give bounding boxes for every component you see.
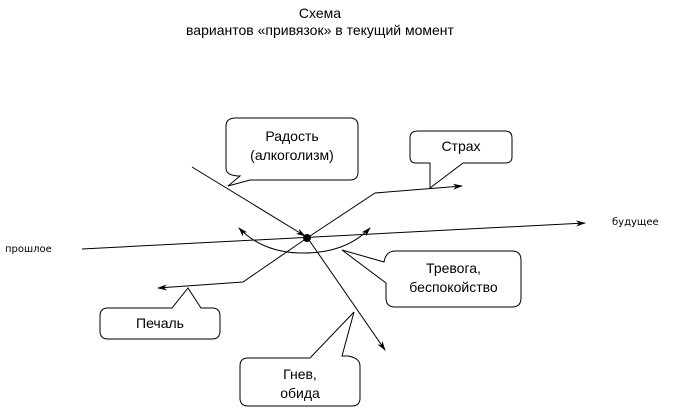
fear-arrow [306, 183, 463, 239]
present-moment-point [303, 234, 311, 242]
sadness-label-line1: Печаль [136, 315, 184, 331]
anger-callout [239, 311, 361, 407]
sadness-callout [99, 287, 221, 340]
joy-arrow [191, 166, 306, 237]
anger-arrow [308, 239, 386, 351]
diagram-subtitle: вариантов «привязок» в текущий момент [186, 22, 454, 38]
joy-callout [225, 117, 359, 187]
fear-label: Страх [410, 137, 512, 156]
diagram-title: Схема [298, 5, 342, 21]
past-label: прошлое [5, 244, 52, 255]
anxiety-label: Тревога, беспокойство [386, 259, 521, 297]
future-label: будущее [612, 217, 659, 228]
arc-right-arrow [299, 227, 371, 254]
anger-label-line2: обида [280, 385, 320, 401]
joy-label-line2: (алкоголизм) [250, 147, 334, 163]
fear-label-line1: Страх [441, 138, 481, 154]
anger-label: Гнев, обида [240, 365, 360, 403]
anxiety-label-line1: Тревога, [426, 260, 481, 276]
anxiety-callout [341, 249, 522, 308]
anger-label-line1: Гнев, [283, 366, 317, 382]
anxiety-label-line2: беспокойство [409, 279, 498, 295]
sadness-arrow [157, 237, 308, 291]
sadness-label: Печаль [100, 314, 220, 333]
fear-callout [409, 130, 513, 190]
joy-label-line1: Радость [265, 128, 319, 144]
joy-label: Радость (алкоголизм) [226, 127, 358, 165]
arc-left-arrow [238, 227, 301, 254]
time-axis [81, 220, 586, 250]
